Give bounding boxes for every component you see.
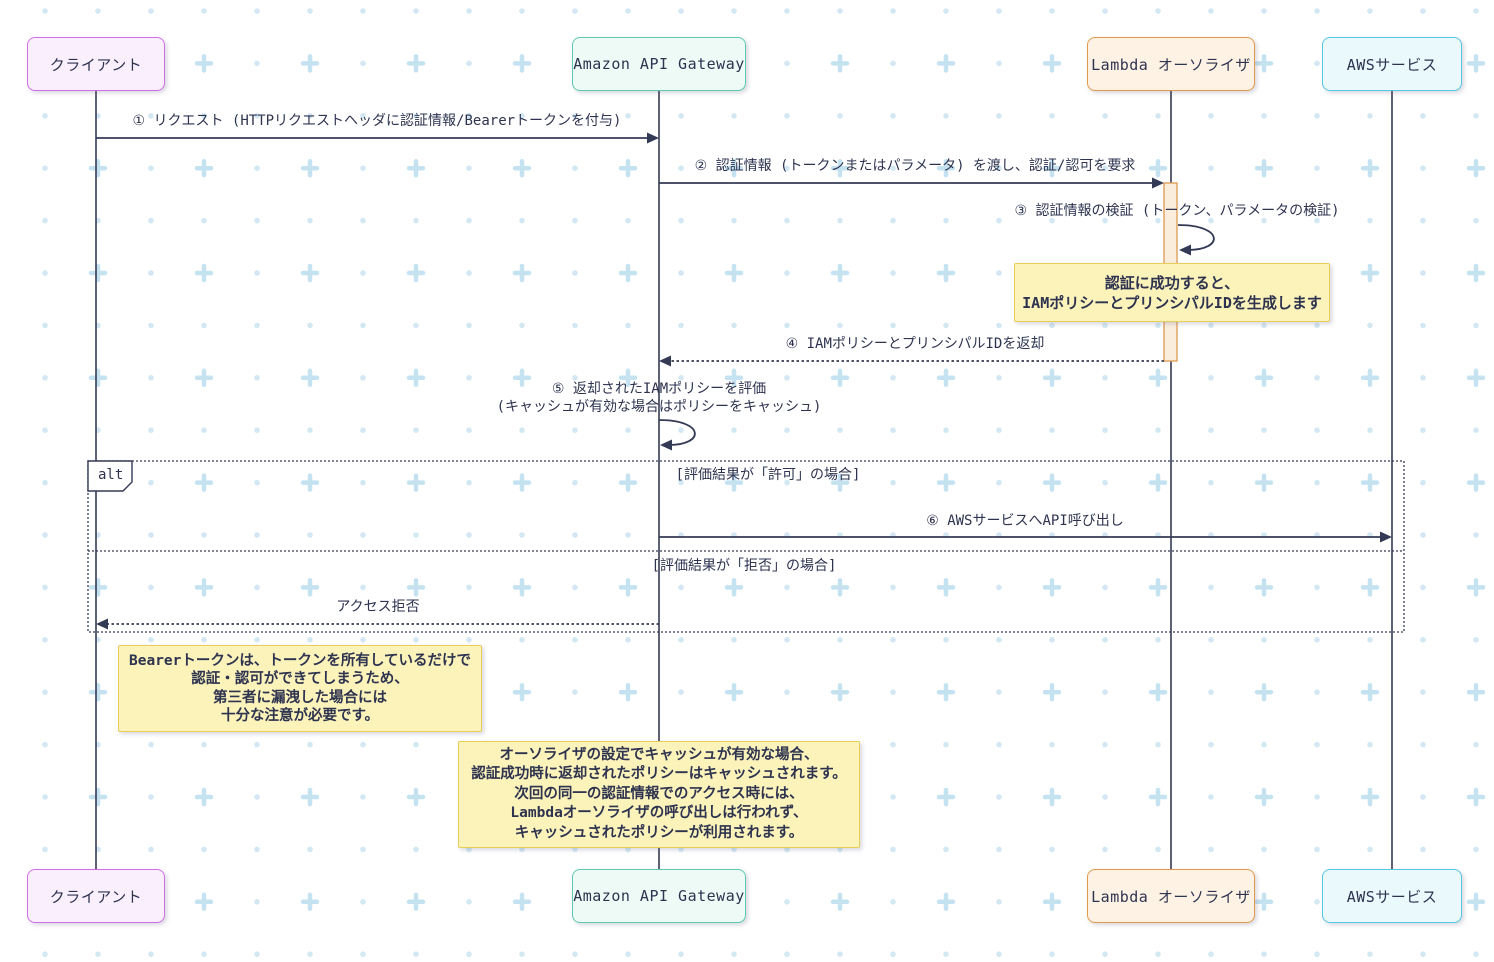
participant-label: クライアント xyxy=(49,887,143,906)
note-bearer-warning: Bearerトークンは、トークンを所有しているだけで 認証・認可ができてしまうた… xyxy=(118,645,482,732)
participant-client-bottom: クライアント xyxy=(27,869,165,923)
participant-aws-top: AWSサービス xyxy=(1322,37,1462,91)
message-3-label: ③ 認証情報の検証 (トークン、パラメータの検証) xyxy=(1014,203,1340,219)
access-denied-arrow xyxy=(96,618,659,630)
message-1-label: ① リクエスト (HTTPリクエストヘッダに認証情報/Bearerトークンを付与… xyxy=(132,113,622,129)
participant-apigw-top: Amazon API Gateway xyxy=(572,37,746,91)
alt-label-tag xyxy=(87,460,133,492)
message-6-label: ⑥ AWSサービスへAPI呼び出し xyxy=(926,513,1124,529)
participant-label: Amazon API Gateway xyxy=(573,55,745,73)
alt-frame xyxy=(87,460,1405,633)
access-denied-label: アクセス拒否 xyxy=(336,599,420,615)
participant-label: Lambda オーソライザ xyxy=(1091,55,1251,74)
alt-keyword: alt xyxy=(98,467,124,483)
message-6-arrow xyxy=(659,531,1392,543)
participant-client-top: クライアント xyxy=(27,37,165,91)
message-3-self-loop xyxy=(1177,224,1215,256)
participant-label: クライアント xyxy=(49,55,143,74)
alt-case-allow-label: [評価結果が「許可」の場合] xyxy=(675,467,861,483)
participant-lambda-top: Lambda オーソライザ xyxy=(1087,37,1255,91)
participant-lambda-bottom: Lambda オーソライザ xyxy=(1087,869,1255,923)
participant-aws-bottom: AWSサービス xyxy=(1322,869,1462,923)
message-2-arrow xyxy=(659,177,1164,189)
message-5-label: ⑤ 返却されたIAMポリシーを評価 (キャッシュが有効な場合はポリシーをキャッシ… xyxy=(496,381,822,415)
participant-label: Amazon API Gateway xyxy=(573,887,745,905)
message-4-arrow xyxy=(659,355,1164,367)
participant-label: Lambda オーソライザ xyxy=(1091,887,1251,906)
participant-label: AWSサービス xyxy=(1346,887,1438,906)
message-1-arrow xyxy=(96,132,659,144)
alt-case-deny-label: [評価結果が「拒否」の場合] xyxy=(651,558,837,574)
note-cache-info: オーソライザの設定でキャッシュが有効な場合、 認証成功時に返却されたポリシーはキ… xyxy=(458,741,860,848)
message-4-label: ④ IAMポリシーとプリンシパルIDを返却 xyxy=(785,336,1045,352)
participant-label: AWSサービス xyxy=(1346,55,1438,74)
participant-apigw-bottom: Amazon API Gateway xyxy=(572,869,746,923)
note-generate-policy: 認証に成功すると、 IAMポリシーとプリンシパルIDを生成します xyxy=(1014,263,1330,322)
message-2-label: ② 認証情報 (トークンまたはパラメータ) を渡し、認証/認可を要求 xyxy=(694,158,1136,174)
message-5-self-loop xyxy=(658,419,696,451)
